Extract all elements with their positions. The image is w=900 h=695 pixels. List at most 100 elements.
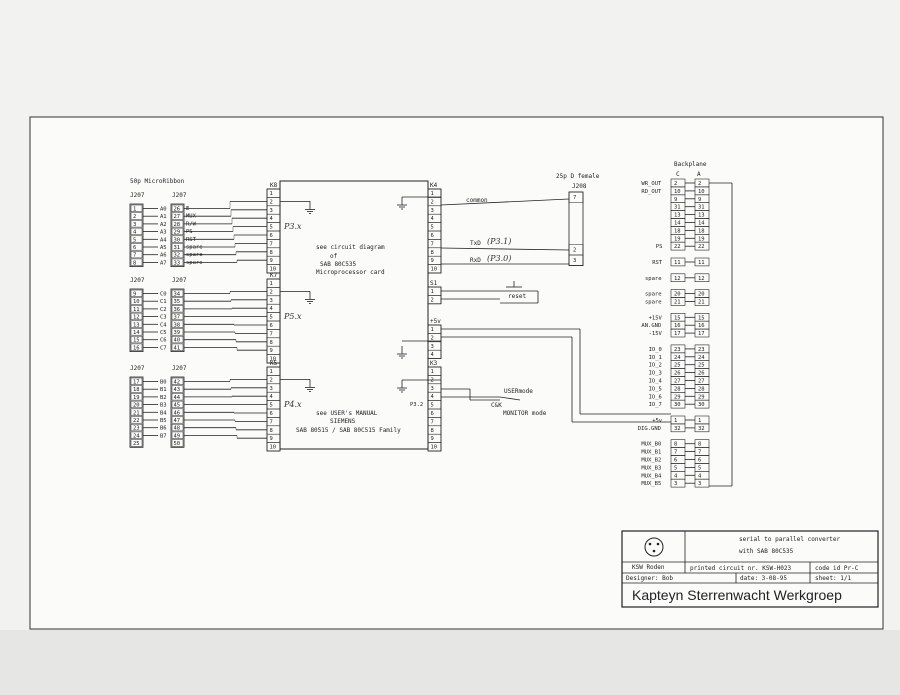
signal-name: B5 (160, 418, 167, 424)
signal-name: C7 (160, 345, 167, 351)
backplane-signal-name: PS (656, 244, 663, 250)
pin-cell (171, 400, 184, 409)
backplane-pin-c-number: 13 (674, 213, 681, 219)
pin-number: 9 (270, 348, 273, 354)
switches: reset USERmode MONITOR mode C&K (491, 293, 547, 417)
pin-number: 10 (431, 267, 438, 273)
p32-label: P3.2 (410, 402, 423, 408)
signal-name: A3 (160, 230, 167, 236)
pin-number: 26 (174, 207, 181, 213)
backplane-pin-c-number: 5 (674, 465, 677, 471)
pin-number: 50 (174, 441, 181, 447)
pin-number: 1 (270, 369, 273, 375)
reset-label: reset (508, 293, 526, 300)
backplane-pin-c-number: 22 (674, 244, 681, 250)
backplane-signal-name: IO_3 (649, 371, 662, 377)
backplane-pin-c-number: 23 (674, 347, 681, 353)
pin-cell (568, 254, 584, 266)
signal-name: A4 (160, 237, 167, 243)
pin-cell (130, 431, 143, 439)
backplane-signal-name: IO_1 (649, 355, 662, 361)
cpu-line2: of (330, 253, 338, 260)
backplane-signal-name: DIG.GND (638, 426, 661, 432)
microribbon-title: 50p MicroRibbon (130, 178, 185, 185)
pin-number: 2 (270, 199, 273, 205)
backplane-pin-c-number: 19 (674, 236, 681, 242)
backplane-pin-a-number: 18 (698, 228, 705, 234)
pin-cell (266, 264, 281, 274)
dsub-connector: 25p D female J208 common TxD RxD (P3.1) … (466, 173, 600, 264)
backplane-signal-name: spare (645, 276, 662, 282)
backplane-signal-name: IO_6 (649, 394, 662, 400)
pin-number: 7 (270, 331, 273, 337)
signal-name: B6 (160, 426, 167, 432)
backplane-pin-a-number: 4 (698, 473, 702, 479)
pin-number: 48 (174, 426, 181, 432)
rxd-note: (P3.0) (487, 254, 511, 263)
backplane-signal-name: MUX_B0 (641, 442, 661, 448)
backplane-pin-a-number: 27 (698, 379, 705, 385)
ck-label: C&K (491, 402, 502, 409)
pin-column (129, 288, 144, 352)
dsub-header: J208 (572, 183, 587, 190)
pin-cell (171, 204, 184, 212)
backplane-pin-c-number: 8 (674, 442, 677, 448)
pin-number: 39 (174, 330, 181, 336)
pin-number: 14 (133, 330, 140, 336)
backplane-pin-c-number: 12 (674, 276, 681, 282)
pin-cell (171, 320, 184, 328)
pcb-number: printed circuit nr. KSW-H023 (690, 565, 792, 572)
pin-number: 1 (270, 281, 273, 287)
pin-cell (171, 343, 184, 351)
pin-number: 13 (133, 322, 140, 328)
backplane-pin-c-number: 31 (674, 205, 681, 211)
pin-number: 5 (270, 403, 273, 409)
pin-number: 3 (270, 208, 273, 214)
connector-header: J207 (172, 192, 187, 199)
pin-number: 6 (270, 323, 273, 329)
signal-name: A5 (160, 245, 167, 251)
pin-cell (130, 423, 143, 432)
pin-cell (130, 305, 143, 313)
pin-column (129, 203, 144, 267)
pin-number: 22 (133, 418, 140, 424)
backplane-signal-name: +5v (652, 418, 663, 424)
pin-number: 27 (174, 214, 181, 220)
drawing-frame (29, 116, 884, 630)
pin-number: 9 (133, 292, 136, 298)
pin-number: 44 (174, 395, 181, 401)
pin-number: 23 (133, 426, 140, 432)
connector-header: J207 (130, 277, 145, 284)
pin-number: 2 (431, 335, 434, 341)
pin-number: 3 (270, 298, 273, 304)
backplane-pin-a-number: 21 (698, 300, 705, 306)
pin-number: 3 (431, 344, 434, 350)
backplane-pin-a-number: 23 (698, 347, 705, 353)
pin-number: 5 (133, 237, 136, 243)
pin-cell (130, 320, 143, 328)
designer: Designer: Bob (626, 575, 673, 582)
txd-label: TxD (470, 240, 481, 247)
pin-cell (266, 442, 281, 452)
pin-number: 3 (270, 386, 273, 392)
pin-cell (130, 289, 143, 297)
pin-number: 21 (133, 410, 140, 416)
pin-number: 7 (133, 253, 136, 259)
net-name: R/W (186, 221, 197, 227)
backplane-pin-a-number: 24 (698, 355, 705, 361)
pin-cell (130, 220, 143, 228)
connector-header: J207 (130, 365, 145, 372)
pin-number: 20 (133, 403, 140, 409)
pin-cell (171, 393, 184, 401)
pin-cell (568, 191, 584, 203)
connector-label: K7 (270, 272, 278, 279)
pin-cell (427, 442, 442, 452)
backplane-signal-name: MUX_B4 (641, 473, 662, 479)
pin-cell (171, 297, 184, 305)
backplane-signal-name: RST (652, 260, 663, 266)
pin-cell (171, 212, 184, 220)
backplane-pin-c-number: 28 (674, 386, 681, 392)
pin-number: 4 (431, 216, 435, 222)
backplane-pin-c-number: 32 (674, 426, 681, 432)
pin-number: 3 (573, 258, 576, 264)
